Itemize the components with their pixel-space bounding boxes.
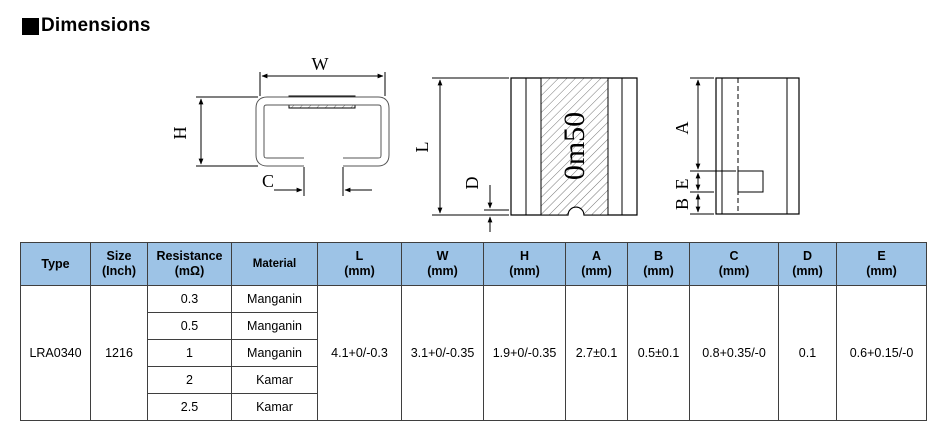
table-row: LRA0340 1216 0.3 Manganin 4.1+0/-0.3 3.1… <box>20 285 927 421</box>
label-h: H <box>170 127 190 140</box>
side-view-terminal-inner <box>256 97 389 166</box>
header-b: B(mm) <box>627 242 690 286</box>
table-row: 1 Manganin <box>21 339 927 367</box>
cell-material: Kamar <box>231 393 318 421</box>
cell-type: LRA0340 <box>20 285 91 421</box>
label-e: E <box>672 179 692 190</box>
table-row: 2 Kamar <box>21 366 927 394</box>
header-h: H(mm) <box>483 242 566 286</box>
cell-resistance: 0.3 <box>147 285 232 313</box>
table-row: 2.5 Kamar <box>21 393 927 421</box>
cell-material: Manganin <box>231 285 318 313</box>
table-header-row: Type Size(Inch) Resistance(mΩ) Material … <box>20 242 927 286</box>
cell-h: 1.9+0/-0.35 <box>483 285 566 421</box>
header-resistance: Resistance(mΩ) <box>147 242 232 286</box>
resistor-marking: 0m50 <box>558 112 591 180</box>
cell-resistance: 2 <box>147 366 232 394</box>
label-a: A <box>672 122 692 135</box>
label-d: D <box>462 177 482 190</box>
header-size: Size(Inch) <box>90 242 148 286</box>
top-view: 0m50 L D <box>412 77 638 232</box>
cell-l: 4.1+0/-0.3 <box>317 285 402 421</box>
cell-size: 1216 <box>90 285 148 421</box>
dimensions-table: Type Size(Inch) Resistance(mΩ) Material … <box>20 242 927 421</box>
cell-e: 0.6+0.15/-0 <box>836 285 927 421</box>
cell-resistance: 2.5 <box>147 393 232 421</box>
section-title: Dimensions <box>41 15 151 36</box>
section-heading: Dimensions <box>22 14 151 38</box>
label-w: W <box>312 54 329 74</box>
cell-b: 0.5±0.1 <box>627 285 690 421</box>
header-e: E(mm) <box>836 242 927 286</box>
label-c: C <box>262 171 274 191</box>
header-type: Type <box>20 242 91 286</box>
end-view: A E B <box>672 77 800 215</box>
cell-d: 0.1 <box>778 285 837 421</box>
cell-a: 2.7±0.1 <box>565 285 628 421</box>
end-view-terminal-pad <box>737 170 764 193</box>
cell-resistance: 0.5 <box>147 312 232 340</box>
label-l: L <box>412 142 432 153</box>
cell-material: Kamar <box>231 366 318 394</box>
header-c: C(mm) <box>689 242 779 286</box>
header-w: W(mm) <box>401 242 484 286</box>
header-material: Material <box>231 242 318 286</box>
side-view: W H C <box>170 54 390 196</box>
header-l: L(mm) <box>317 242 402 286</box>
heading-square-marker <box>22 17 39 35</box>
top-view-resistive-element <box>540 77 609 216</box>
cell-resistance: 1 <box>147 339 232 367</box>
label-b: B <box>672 198 692 210</box>
side-view-terminal-outer <box>255 96 390 167</box>
cell-material: Manganin <box>231 312 318 340</box>
header-d: D(mm) <box>778 242 837 286</box>
header-a: A(mm) <box>565 242 628 286</box>
cell-material: Manganin <box>231 339 318 367</box>
cell-c: 0.8+0.35/-0 <box>689 285 779 421</box>
dimension-drawing: W H C 0m50 L D <box>170 54 800 232</box>
cell-w: 3.1+0/-0.35 <box>401 285 484 421</box>
